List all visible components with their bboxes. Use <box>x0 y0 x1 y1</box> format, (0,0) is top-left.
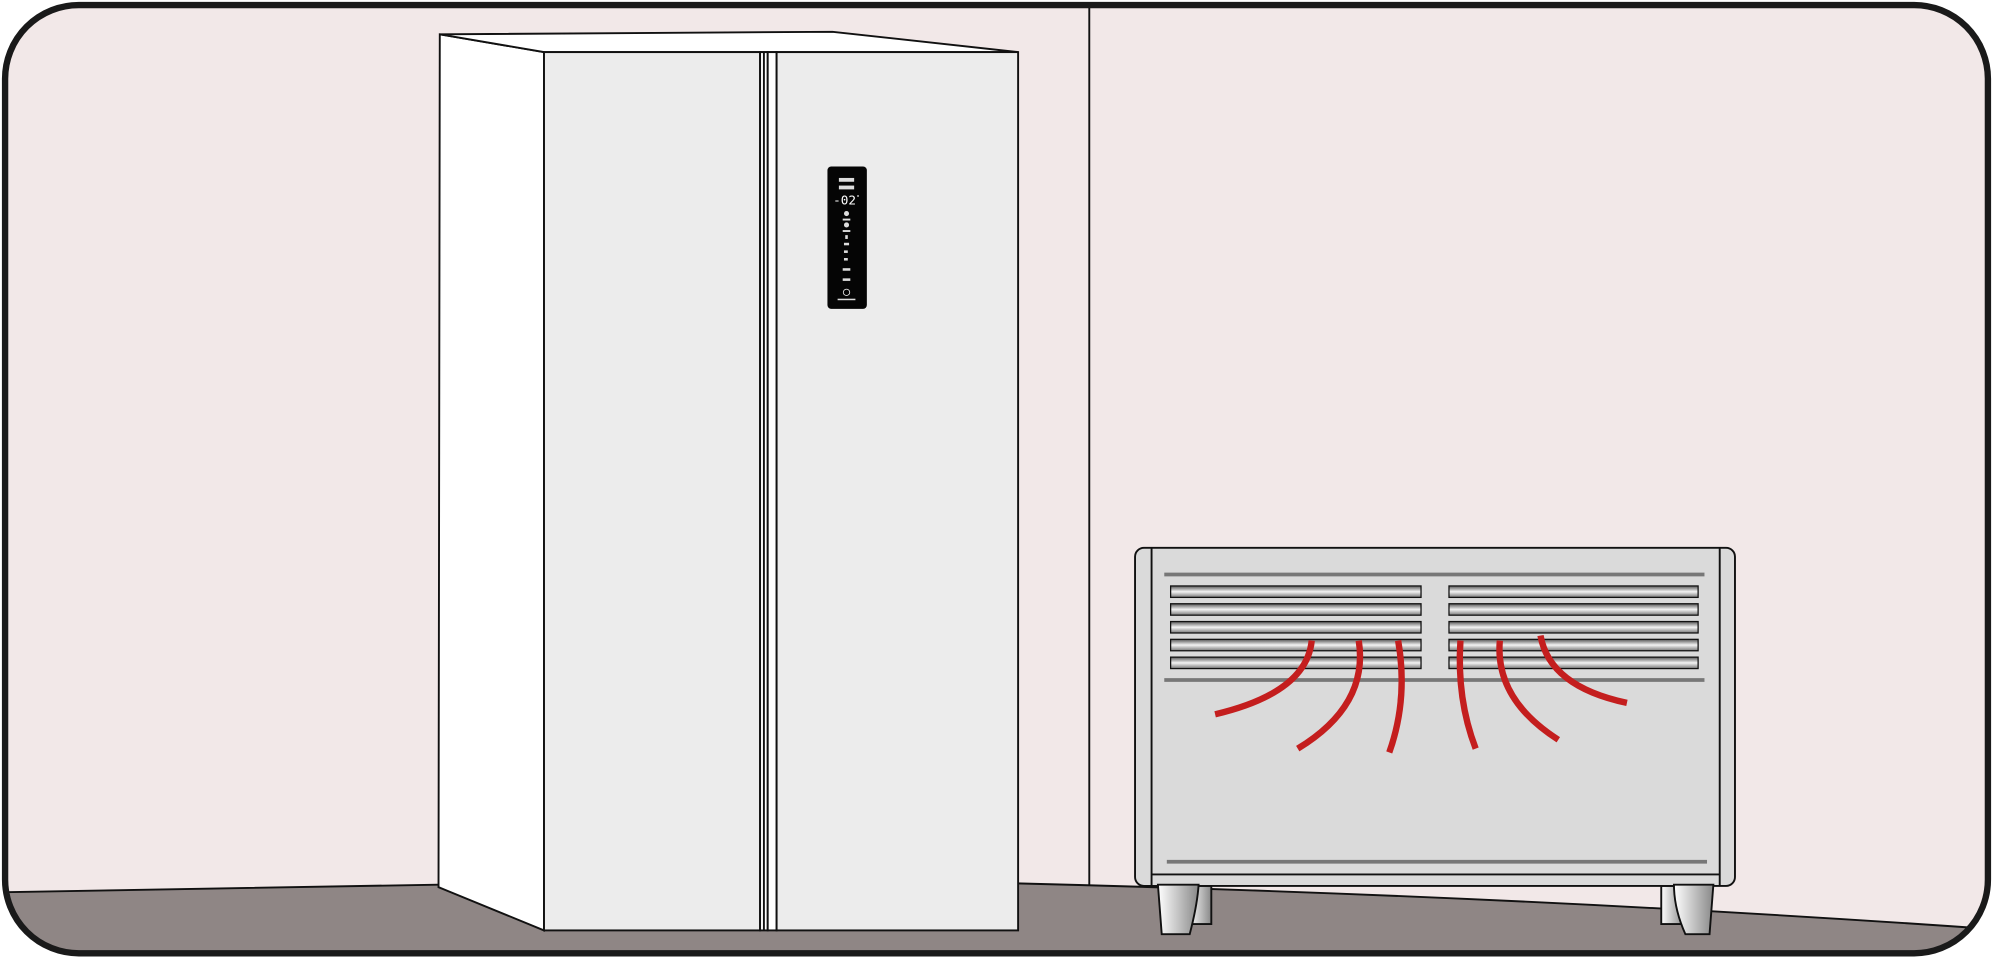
heater-foot-right <box>1673 883 1715 936</box>
fridge-side <box>437 33 545 932</box>
svg-text:-02°: -02° <box>833 193 860 208</box>
fridge-left-door <box>543 51 762 932</box>
heater-foot-left <box>1156 883 1200 936</box>
display-panel: -02° <box>827 166 867 309</box>
fridge-right-door <box>775 51 1020 932</box>
convector-heater <box>1134 546 1736 936</box>
heater-body <box>1134 546 1736 887</box>
heater-louvers <box>1169 585 1699 670</box>
refrigerator <box>437 30 1020 932</box>
display-unit: ° <box>856 194 860 202</box>
fridge-door-gap-2 <box>766 51 778 932</box>
heat-waves-icon <box>1214 634 1628 754</box>
display-temperature: -02 <box>833 193 856 208</box>
